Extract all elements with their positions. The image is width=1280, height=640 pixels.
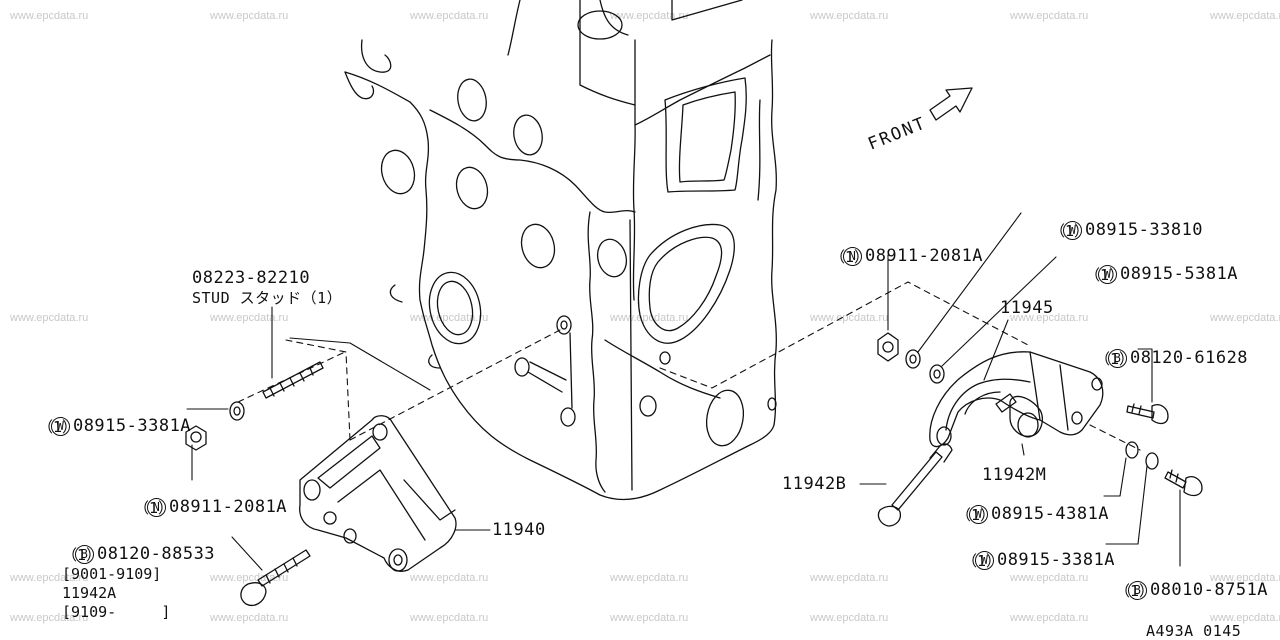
date-range: [9001-9109] bbox=[62, 565, 162, 583]
watermark-text: www.epcdata.ru bbox=[10, 312, 89, 324]
watermark-text: www.epcdata.ru bbox=[210, 612, 289, 624]
watermark-text: www.epcdata.ru bbox=[210, 10, 289, 22]
stud-part-number[interactable]: 08223-82210 bbox=[192, 268, 311, 288]
watermark-text: www.epcdata.ru bbox=[1210, 572, 1280, 584]
washer-left-icon bbox=[229, 401, 245, 421]
part-11942M[interactable]: 11942M bbox=[982, 465, 1047, 485]
part-number: 08911-2081A bbox=[864, 246, 984, 266]
watermark-text: www.epcdata.ru bbox=[410, 612, 489, 624]
diagram-code: A493A 0145 bbox=[1146, 622, 1242, 640]
bolt-08010-8751A bbox=[1164, 469, 1203, 497]
washer-4381A-icon bbox=[1125, 441, 1139, 459]
watermark-text: www.epcdata.ru bbox=[10, 572, 89, 584]
quantity: （1） bbox=[134, 499, 174, 517]
part-number: 08915-5381A bbox=[1119, 264, 1239, 284]
washer-5381A-icon bbox=[929, 364, 945, 384]
bolt-prefix-icon: B bbox=[74, 545, 94, 564]
watermark-text: www.epcdata.ru bbox=[1210, 612, 1280, 624]
quantity: （1） bbox=[62, 546, 102, 564]
stud-description: STUD スタッド（1） bbox=[192, 289, 343, 307]
washer-prefix-icon: W bbox=[1062, 221, 1082, 240]
washer-3381A-right-icon bbox=[1145, 452, 1159, 470]
quantity: （1） bbox=[962, 552, 1002, 570]
watermark-text: www.epcdata.ru bbox=[1210, 10, 1280, 22]
watermark-text: www.epcdata.ru bbox=[210, 312, 289, 324]
part-number: 08120-88533 bbox=[96, 544, 216, 564]
watermark-text: www.epcdata.ru bbox=[1210, 312, 1280, 324]
nut-right-icon bbox=[877, 332, 899, 362]
watermark-text: www.epcdata.ru bbox=[1010, 10, 1089, 22]
watermark-text: www.epcdata.ru bbox=[1010, 572, 1089, 584]
part-number: 08915-3381A bbox=[996, 550, 1116, 570]
alt-part-number[interactable]: 11942A bbox=[62, 584, 117, 602]
quantity: （1） bbox=[1115, 582, 1155, 600]
bolt-11942B bbox=[877, 443, 953, 527]
watermark-text: www.epcdata.ru bbox=[610, 572, 689, 584]
quantity: （1） bbox=[1095, 350, 1135, 368]
washer-prefix-icon: W bbox=[974, 551, 994, 570]
watermark-text: www.epcdata.ru bbox=[410, 10, 489, 22]
watermark-text: www.epcdata.ru bbox=[610, 612, 689, 624]
part-number: 08915-33810 bbox=[1084, 220, 1204, 240]
quantity: （1） bbox=[1050, 222, 1090, 240]
part-11942B[interactable]: 11942B bbox=[782, 474, 847, 494]
watermark-text: www.epcdata.ru bbox=[810, 612, 889, 624]
watermark-text: www.epcdata.ru bbox=[810, 572, 889, 584]
washer-prefix-icon: W bbox=[1097, 265, 1117, 284]
date-range: [9109- ] bbox=[62, 603, 171, 621]
bolt-08120-88533 bbox=[240, 549, 311, 607]
tensioner-11942M bbox=[995, 393, 1044, 438]
part-11945[interactable]: 11945 bbox=[1000, 298, 1054, 318]
bracket-11940 bbox=[299, 415, 457, 572]
part-11940[interactable]: 11940 bbox=[492, 520, 546, 540]
watermark-text: www.epcdata.ru bbox=[410, 312, 489, 324]
quantity: （1） bbox=[1085, 266, 1125, 284]
watermark-text: www.epcdata.ru bbox=[10, 10, 89, 22]
washer-prefix-icon: W bbox=[50, 417, 70, 436]
quantity: （1） bbox=[38, 418, 78, 436]
washer-prefix-icon: W bbox=[968, 505, 988, 524]
nut-prefix-icon: N bbox=[146, 498, 166, 517]
washer-33810-icon bbox=[905, 349, 921, 369]
bracket-11945 bbox=[929, 351, 1104, 448]
watermark-text: www.epcdata.ru bbox=[810, 10, 889, 22]
watermark-text: www.epcdata.ru bbox=[610, 312, 689, 324]
part-number: 08915-4381A bbox=[990, 504, 1110, 524]
nut-left-icon bbox=[185, 425, 207, 451]
front-arrow-icon bbox=[929, 87, 973, 121]
quantity: （1） bbox=[956, 506, 996, 524]
part-number: 08010-8751A bbox=[1149, 580, 1269, 600]
nut-prefix-icon: N bbox=[842, 247, 862, 266]
watermark-text: www.epcdata.ru bbox=[1010, 612, 1089, 624]
watermark-text: www.epcdata.ru bbox=[10, 612, 89, 624]
part-number: 08915-3381A bbox=[72, 416, 192, 436]
bolt-08120-61628 bbox=[1126, 403, 1169, 425]
bolt-prefix-icon: B bbox=[1127, 581, 1147, 600]
watermark-text: www.epcdata.ru bbox=[1010, 312, 1089, 324]
watermark-text: www.epcdata.ru bbox=[810, 312, 889, 324]
quantity: （1） bbox=[830, 248, 870, 266]
engine-block bbox=[344, 0, 777, 501]
bolt-prefix-icon: B bbox=[1107, 349, 1127, 368]
part-number: 08911-2081A bbox=[168, 497, 288, 517]
watermark-text: www.epcdata.ru bbox=[410, 572, 489, 584]
part-number: 08120-61628 bbox=[1129, 348, 1249, 368]
watermark-text: www.epcdata.ru bbox=[610, 10, 689, 22]
